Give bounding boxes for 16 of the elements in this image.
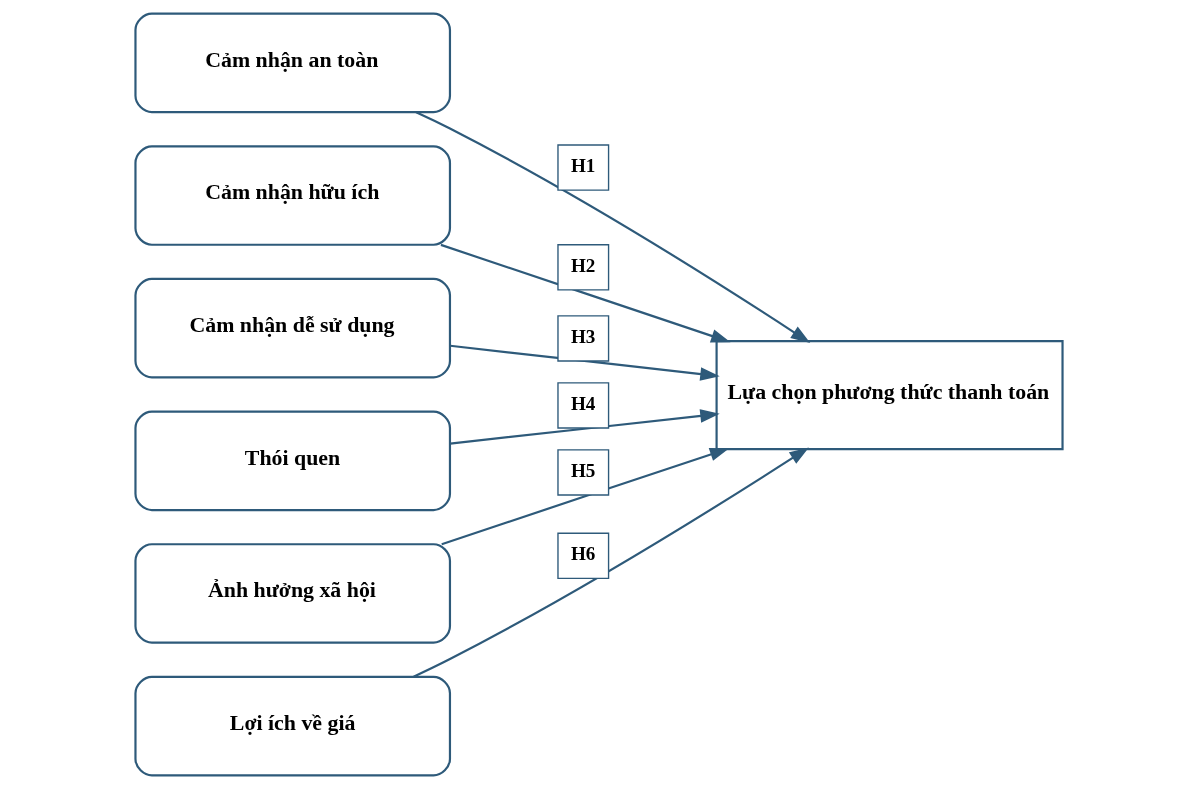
node-box: Cảm nhận an toàn bbox=[133, 12, 451, 114]
node-box: Cảm nhận dễ sử dụng bbox=[133, 277, 451, 379]
edge-label: H1 bbox=[570, 154, 595, 176]
edge-label: H4 bbox=[570, 392, 595, 414]
node-box: Lựa chọn phương thức thanh toán bbox=[715, 340, 1064, 451]
edge-label: H2 bbox=[570, 254, 595, 276]
node-box: Cảm nhận hữu ích bbox=[133, 145, 451, 246]
node-box: Lợi ích về giá bbox=[133, 675, 451, 777]
edge-label: H6 bbox=[570, 543, 595, 565]
node-box: Ảnh hưởng xã hội bbox=[133, 543, 451, 644]
node-box: Thói quen bbox=[133, 410, 451, 512]
edge-label: H5 bbox=[570, 459, 595, 481]
arrow bbox=[449, 409, 720, 445]
edge-label: H3 bbox=[570, 325, 595, 347]
arrow bbox=[415, 111, 810, 343]
arrow bbox=[449, 344, 720, 381]
